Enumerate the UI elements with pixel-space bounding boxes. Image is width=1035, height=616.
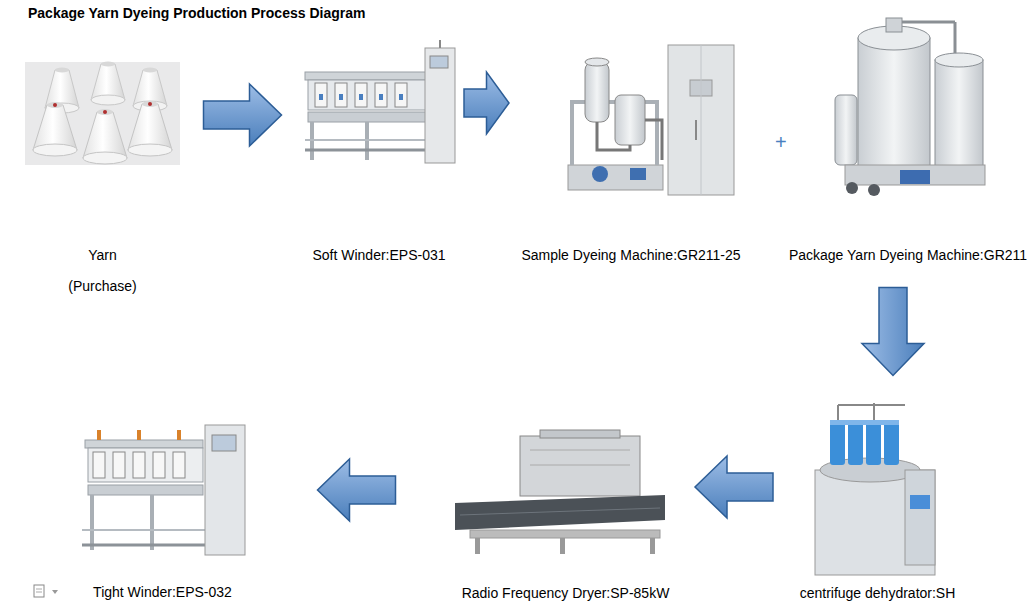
stage-label: Sample Dyeing Machine:GR211-25 [521, 246, 740, 264]
process-stage: Radio Frequency Dryer:SP-85kW [448, 420, 683, 605]
process-stage: centrifuge dehydrator:SH [785, 395, 970, 605]
stage-label: Yarn [88, 246, 117, 264]
centrifuge-dehydrator [815, 403, 935, 575]
yarn-cones [25, 62, 180, 166]
process-stage: Tight Winder:EPS-032 [60, 420, 265, 605]
block-arrow [695, 456, 773, 518]
stage-label: centrifuge dehydrator:SH [800, 584, 956, 602]
document-icon [34, 585, 58, 597]
stage-label: Package Yarn Dyeing Machine:GR211 [789, 246, 1027, 264]
process-stage: Sample Dyeing Machine:GR211-25 [515, 40, 747, 268]
stage-label: Radio Frequency Dryer:SP-85kW [462, 584, 670, 602]
plus-sign: + [775, 131, 787, 153]
stage-label: (Purchase) [68, 277, 136, 295]
package-dyeing-machine [835, 18, 985, 196]
stage-label: Soft Winder:EPS-031 [312, 246, 445, 264]
process-stage: Yarn (Purchase) [20, 60, 185, 300]
block-arrow [204, 84, 282, 146]
sample-dyeing-machine [568, 45, 734, 195]
soft-winder [305, 40, 455, 163]
process-stage: Soft Winder:EPS-031 [300, 40, 458, 268]
tight-winder [82, 425, 245, 555]
block-arrow [862, 288, 924, 376]
block-arrow [464, 72, 509, 134]
process-stage: Package Yarn Dyeing Machine:GR211 [786, 10, 1030, 268]
radio-frequency-dryer [455, 430, 665, 554]
block-arrow [318, 459, 396, 521]
stage-label: Tight Winder:EPS-032 [93, 583, 232, 601]
diagram-title: Package Yarn Dyeing Production Process D… [28, 4, 365, 22]
